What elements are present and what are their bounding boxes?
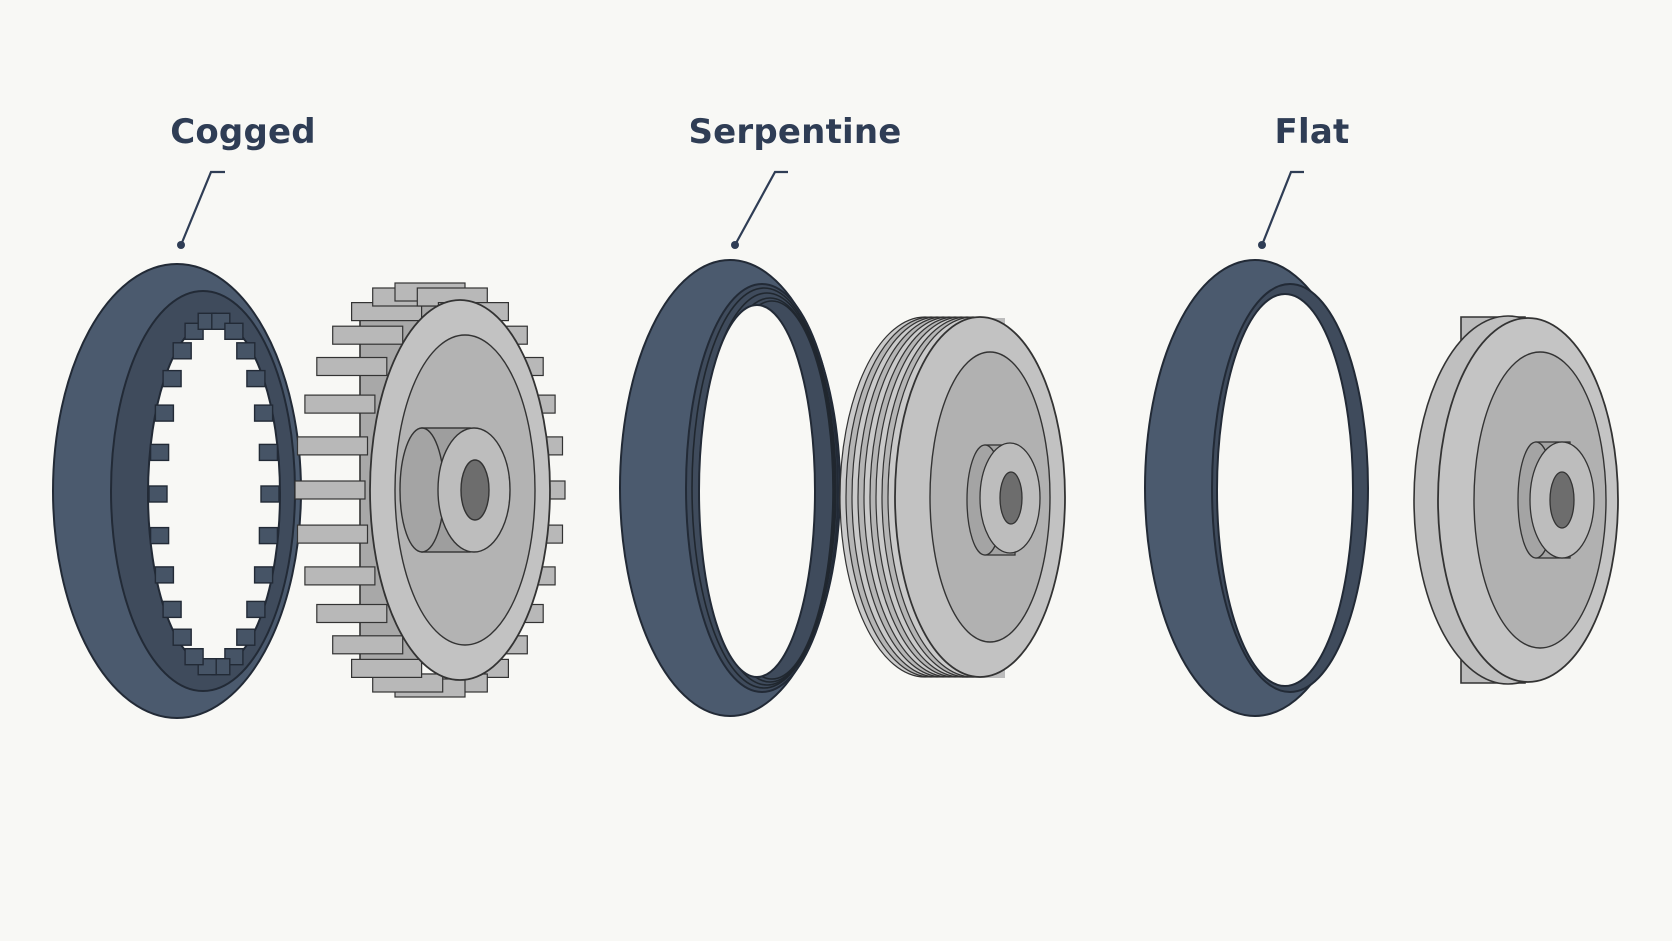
gear-tooth: [296, 524, 369, 544]
gear-tooth: [294, 480, 366, 500]
cogged-leader-dot: [177, 241, 185, 249]
cog-tooth: [149, 443, 170, 462]
flat-belt: [1144, 259, 1369, 717]
cog-tooth: [154, 566, 175, 584]
flat-leader-dot: [1258, 241, 1266, 249]
gear-tooth: [304, 566, 376, 586]
gear-tooth: [316, 356, 388, 377]
cogged-leader-line: [179, 170, 225, 246]
cog-tooth: [260, 485, 280, 503]
flat-leader-line: [1260, 170, 1304, 246]
cog-tooth: [154, 404, 175, 422]
cog-tooth: [224, 322, 244, 340]
cog-tooth: [236, 628, 256, 646]
cog-tooth: [172, 342, 192, 360]
serpentine-label: Serpentine: [688, 112, 902, 152]
cog-tooth: [253, 566, 274, 584]
cog-tooth: [184, 648, 204, 666]
cog-tooth: [246, 600, 266, 619]
flat-pulley: [1413, 315, 1619, 685]
serpentine-leader-line: [734, 170, 788, 246]
serpentine-belt: [619, 259, 841, 717]
cogged-belt: [52, 263, 302, 719]
cog-tooth: [246, 369, 266, 388]
serpentine-group: [619, 170, 1066, 717]
cogged-label: Cogged: [170, 112, 316, 152]
gear-tooth: [304, 394, 376, 414]
gear-tooth: [332, 325, 404, 345]
cog-tooth: [258, 526, 279, 545]
cogged-belt-teeth: [148, 312, 280, 676]
flat-label: Flat: [1274, 112, 1350, 152]
cog-tooth: [148, 485, 168, 503]
cogged-gear-pulley: [294, 282, 566, 698]
cog-tooth: [236, 342, 256, 360]
cog-tooth: [258, 443, 279, 462]
flat-group: [1144, 170, 1619, 717]
gear-tooth: [296, 436, 369, 456]
cog-tooth: [162, 369, 182, 388]
gear-tooth: [316, 603, 388, 624]
gear-tooth: [332, 635, 404, 655]
cog-tooth: [162, 600, 182, 619]
gear-tooth: [351, 658, 423, 679]
serpentine-pulley: [839, 316, 1066, 678]
serpentine-leader-dot: [731, 241, 739, 249]
cogged-group: [52, 170, 566, 719]
cog-tooth: [172, 628, 192, 646]
cog-tooth: [149, 526, 170, 545]
cog-tooth: [253, 404, 274, 422]
